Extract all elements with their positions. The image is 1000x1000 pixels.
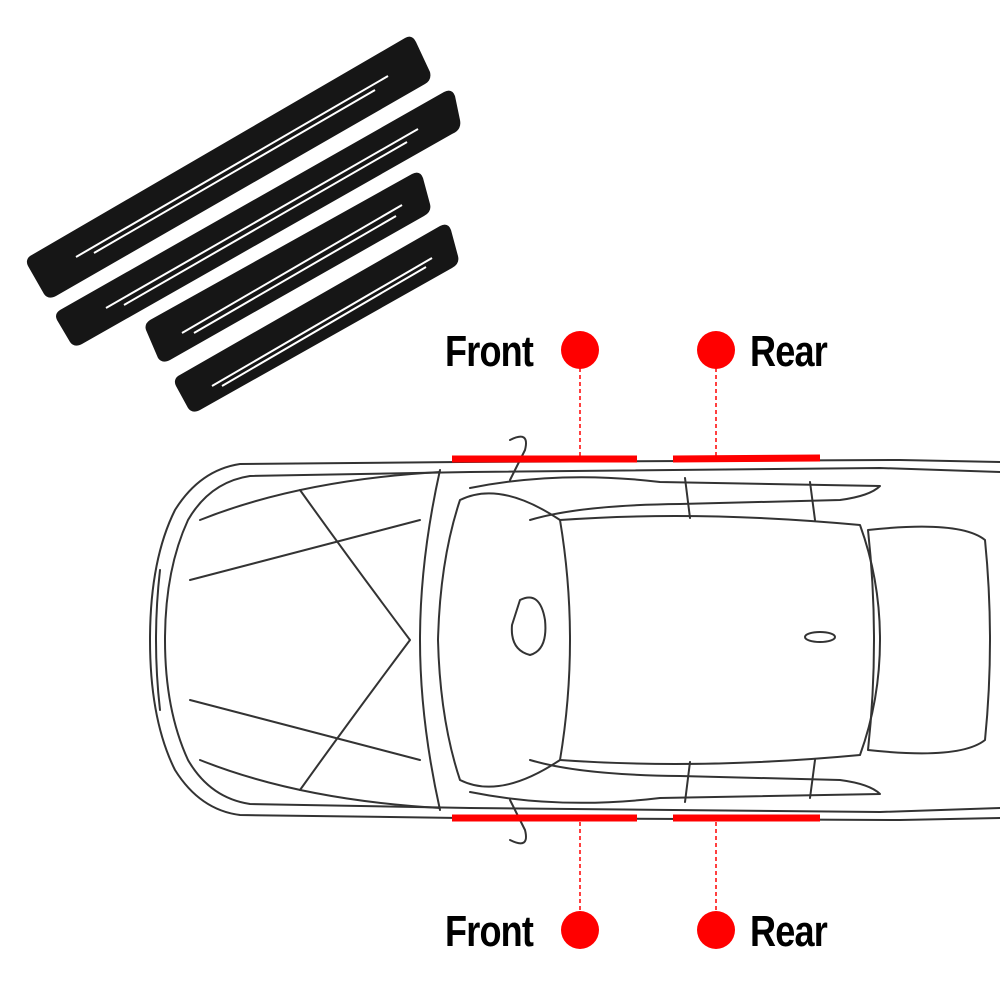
front-door-marker-top (452, 331, 637, 463)
sill-plate-2 (56, 90, 461, 346)
sill-plate-1 (26, 36, 431, 298)
label-front-top: Front (445, 327, 534, 376)
car-top-view (149, 435, 1000, 845)
rear-door-marker-top (672, 331, 821, 463)
label-rear-bottom: Rear (750, 907, 828, 956)
sill-plate-3 (145, 172, 431, 362)
sill-plates (26, 36, 461, 412)
label-front-bottom: Front (445, 907, 534, 956)
rear-door-marker-bottom (673, 814, 820, 949)
front-door-marker-bottom (452, 814, 637, 949)
sill-plate-4 (174, 224, 459, 412)
label-rear-top: Rear (750, 327, 828, 376)
